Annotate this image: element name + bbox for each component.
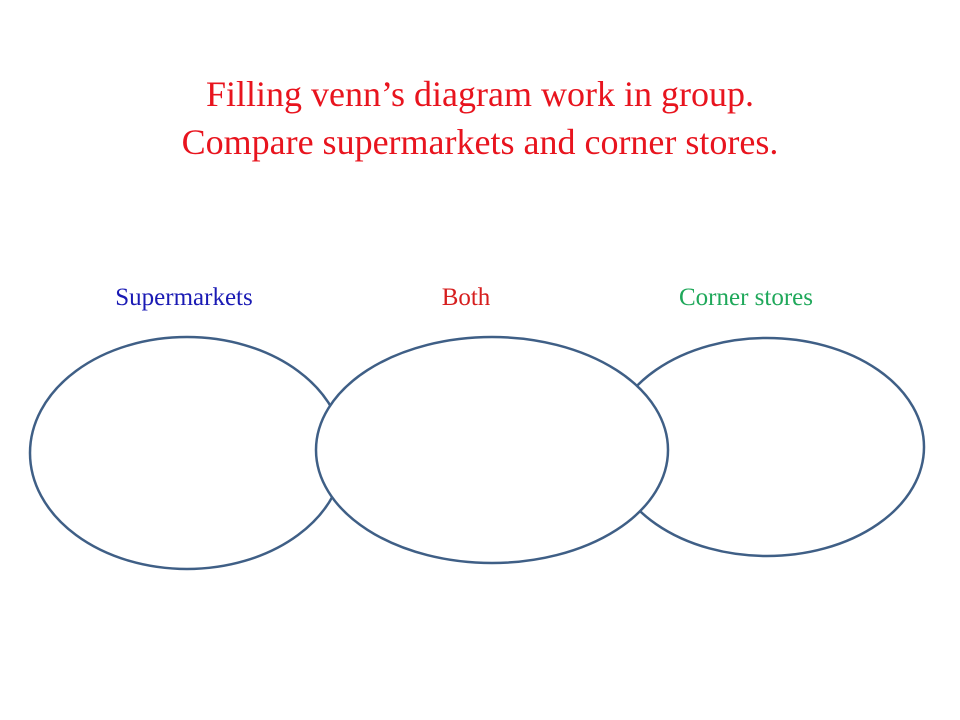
slide-title: Filling venn’s diagram work in group. Co… (0, 70, 960, 166)
venn-ellipse-both[interactable] (314, 335, 670, 565)
title-line-2: Compare supermarkets and corner stores. (181, 122, 779, 162)
label-supermarkets: Supermarkets (115, 284, 253, 311)
label-both: Both (441, 284, 491, 311)
label-corner-stores: Corner stores (679, 284, 813, 311)
venn-ellipse-supermarkets[interactable] (28, 335, 346, 571)
title-line-1: Filling venn’s diagram work in group. (206, 74, 754, 114)
